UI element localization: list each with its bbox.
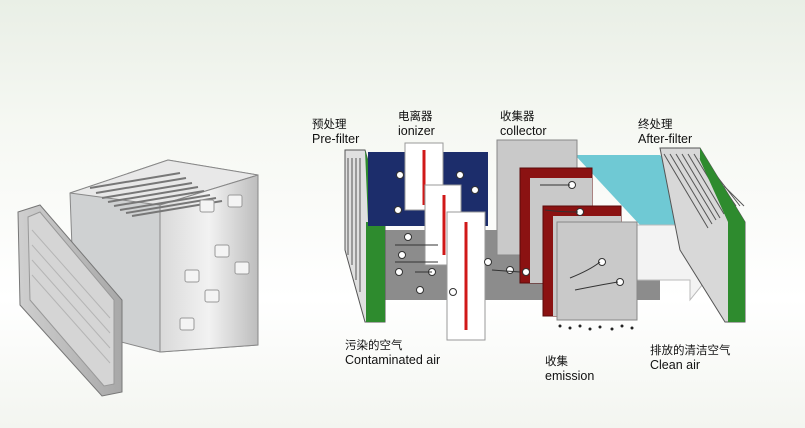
label-clean-en: Clean air — [650, 358, 701, 372]
label-emission-en: emission — [545, 369, 595, 383]
label-collector-zh: 收集器 — [500, 111, 535, 123]
label-contaminated-zh: 污染的空气 — [345, 340, 403, 352]
label-afterfilter-zh: 终处理 — [638, 119, 673, 131]
label-prefilter-en: Pre-filter — [312, 132, 360, 146]
label-clean: 排放的清洁空气 Clean air — [650, 344, 731, 372]
label-ionizer-zh: 电离器 — [398, 111, 433, 123]
afterfilter-block — [659, 147, 746, 323]
label-prefilter-zh: 预处理 — [312, 119, 347, 131]
label-afterfilter-en: After-filter — [638, 132, 693, 146]
label-prefilter: 预处理 Pre-filter — [312, 118, 359, 146]
label-clean-zh: 排放的清洁空气 — [650, 345, 731, 357]
ionizer-column-3 — [446, 211, 486, 341]
label-emission: 收集 emission — [545, 355, 594, 383]
dust-drop-icon — [558, 324, 634, 331]
collector-plates — [496, 139, 638, 321]
label-ionizer-en: ionizer — [398, 124, 435, 138]
label-collector-en: collector — [500, 124, 547, 138]
label-contaminated-en: Contaminated air — [345, 353, 441, 367]
label-contaminated: 污染的空气 Contaminated air — [345, 339, 440, 367]
label-ionizer: 电离器 ionizer — [398, 110, 435, 138]
label-afterfilter: 终处理 After-filter — [638, 118, 692, 146]
label-collector: 收集器 collector — [500, 110, 547, 138]
label-emission-zh: 收集 — [545, 356, 568, 368]
